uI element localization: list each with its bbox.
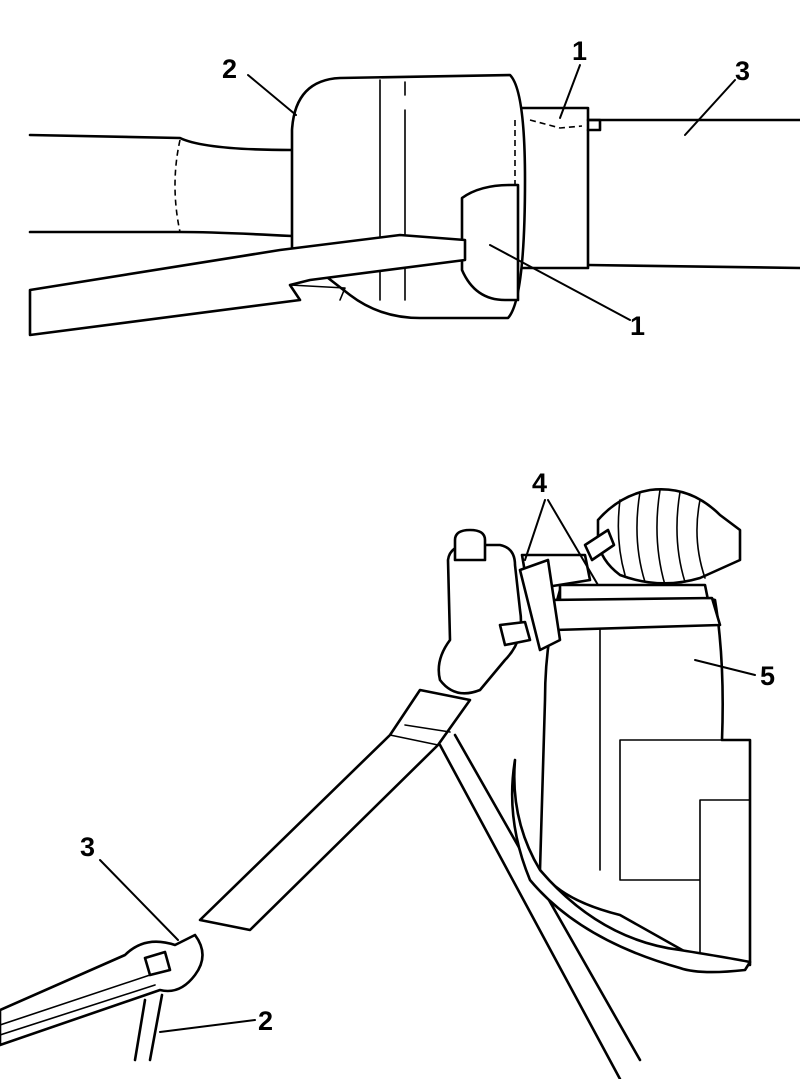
housing-rim [586,118,602,132]
vise-jaw-block [546,596,722,632]
callout-1-upper: 1 [572,36,587,66]
wrench-edge [289,284,346,301]
vise-base-curve [510,758,752,974]
tool-handle [133,993,164,1062]
torque-adapter-shaft [198,688,472,932]
inner-tie-rod-stub [583,528,616,562]
leader-1-upper [559,64,581,119]
rack-housing-clamped [518,558,562,652]
housing-hidden-line [529,119,583,129]
rack-housing-tube [586,118,800,270]
leader-2-bottom [159,1019,256,1033]
tie-rod-tube [28,133,294,238]
leader-1-lower [489,244,631,321]
boot-ribs [617,489,706,586]
adjustable-wrench [0,933,204,1047]
wrench-adjuster [143,950,172,977]
tie-rod-socket-assembly [437,543,523,695]
vise-details [599,609,751,961]
callout-5: 5 [760,661,775,691]
socket-top-nut [453,528,487,562]
callout-4: 4 [532,468,547,498]
leader-4b [547,499,599,586]
callout-2-top: 2 [222,54,237,84]
callout-1-lower: 1 [630,311,645,341]
top-figure: 1 2 3 1 [28,36,800,341]
tie-rod-hidden-edge [174,139,181,233]
leader-2-top [247,74,297,116]
callout-3-bottom: 3 [80,832,95,862]
wrench-handle-lines [0,974,156,1036]
callout-2-bottom: 2 [258,1006,273,1036]
bottom-figure: 4 5 3 2 [0,468,775,1079]
socket-side-boss [498,620,532,647]
leader-5 [694,659,756,676]
callout-3-top: 3 [735,56,750,86]
leader-4a [524,499,546,561]
shaft-collar [389,724,451,746]
wrench-jaw [28,233,467,337]
steering-rack-boot [596,488,742,585]
lock-plate-tab [460,183,520,302]
rack-end-housing [518,106,590,270]
leader-3-bottom [99,859,179,941]
leader-3-top [684,79,736,136]
